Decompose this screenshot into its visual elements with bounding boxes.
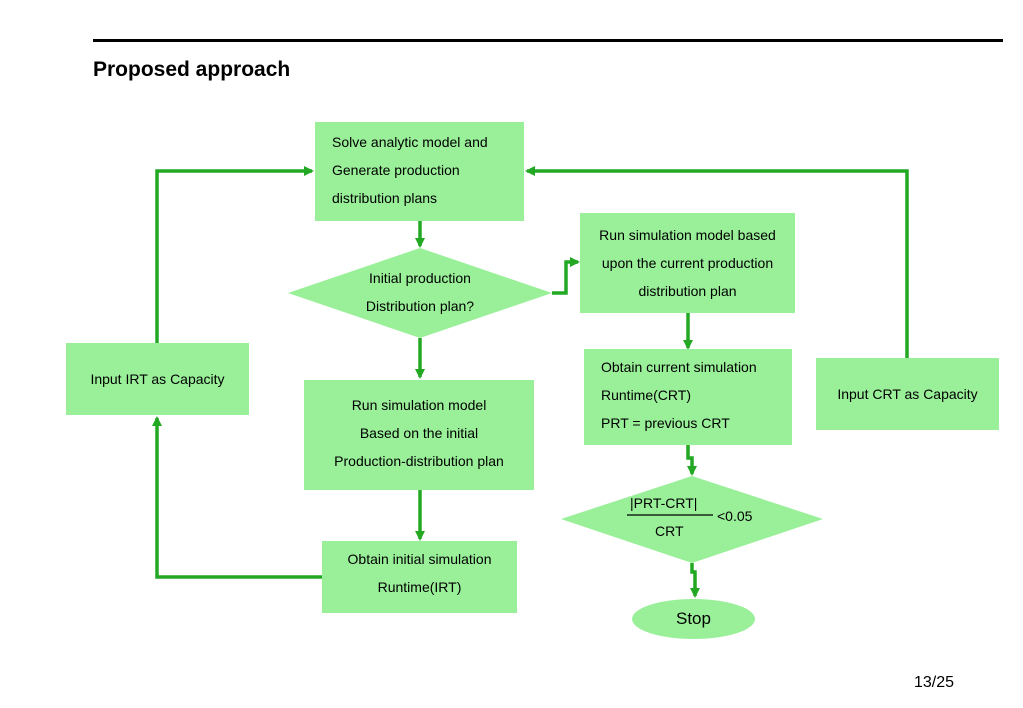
slide-title: Proposed approach	[93, 58, 291, 81]
input-crt-box: Input CRT as Capacity	[816, 358, 999, 430]
convergence-decision-shape	[561, 476, 823, 563]
run-sim-initial-box: Run simulation model Based on the initia…	[304, 380, 534, 490]
decision-line-1: Initial production	[369, 270, 471, 286]
input-irt-label: Input IRT as Capacity	[90, 371, 225, 387]
page-number: 13/25	[914, 674, 955, 691]
stop-terminal: Stop	[632, 599, 755, 639]
fraction-denominator: CRT	[655, 523, 684, 539]
connector-obtain-current-to-convergence	[686, 445, 697, 476]
run-initial-line-1: Run simulation model	[351, 397, 487, 413]
input-irt-box: Input IRT as Capacity	[66, 343, 249, 415]
obtain-initial-line-1: Obtain initial simulation	[347, 551, 492, 567]
run-current-line-3: distribution plan	[638, 283, 737, 299]
connector-convergence-to-stop	[690, 563, 700, 598]
solve-line-3: distribution plans	[332, 190, 438, 206]
run-current-line-2: upon the current production	[601, 255, 774, 271]
decision-line-2: Distribution plan?	[365, 298, 475, 314]
obtain-current-line-3: PRT = previous CRT	[601, 415, 730, 431]
connector-decision-to-run-current	[552, 257, 580, 295]
initial-plan-decision-text: Initial production Distribution plan?	[340, 264, 500, 320]
run-sim-current-box: Run simulation model based upon the curr…	[580, 213, 795, 313]
connector-crt-to-solve	[525, 166, 909, 358]
threshold-label: <0.05	[717, 508, 753, 524]
obtain-current-line-2: Runtime(CRT)	[601, 387, 691, 403]
run-initial-line-2: Based on the initial	[359, 425, 479, 441]
fraction-numerator: |PRT-CRT|	[630, 495, 698, 511]
header-rule	[93, 39, 1003, 42]
solve-model-box: Solve analytic model and Generate produc…	[315, 122, 524, 221]
connector-obtain-initial-to-irt	[152, 416, 322, 579]
run-current-line-1: Run simulation model based	[599, 227, 776, 243]
solve-line-2: Generate production	[332, 162, 460, 178]
input-crt-label: Input CRT as Capacity	[837, 386, 978, 402]
obtain-current-box: Obtain current simulation Runtime(CRT) P…	[584, 349, 792, 445]
obtain-initial-line-2: Runtime(IRT)	[377, 579, 462, 595]
initial-plan-decision-shape	[288, 248, 552, 338]
obtain-current-line-1: Obtain current simulation	[601, 359, 757, 375]
obtain-initial-box: Obtain initial simulation Runtime(IRT)	[322, 541, 517, 613]
connector-irt-to-solve	[155, 166, 314, 343]
solve-line-1: Solve analytic model and	[332, 134, 488, 150]
run-initial-line-3: Production-distribution plan	[334, 453, 504, 469]
